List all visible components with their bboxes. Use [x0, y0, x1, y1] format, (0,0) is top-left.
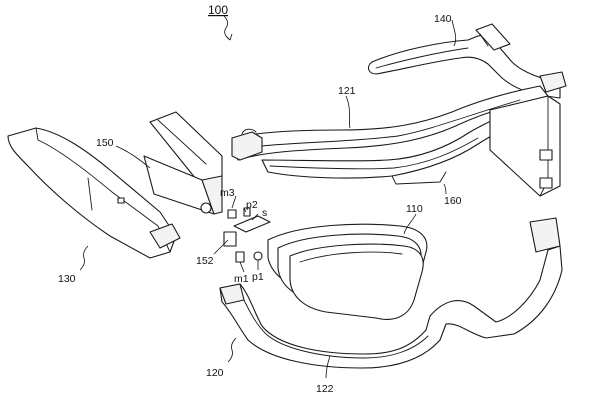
label-152: 152 [196, 255, 214, 267]
bracket-152-part [223, 231, 237, 247]
magnet-m1-part [235, 251, 245, 263]
label-m1: m1 [234, 273, 249, 285]
leader-150 [115, 145, 151, 169]
leader-100 [223, 15, 231, 41]
label-s: s [262, 207, 267, 219]
arrowhead-100 [225, 33, 233, 41]
label-120: 120 [206, 367, 224, 379]
leader-130 [79, 245, 89, 271]
label-p1: p1 [252, 271, 264, 283]
leader-110 [403, 213, 417, 235]
spring-s-part [233, 215, 271, 233]
label-140: 140 [434, 13, 452, 25]
label-130: 130 [58, 273, 76, 285]
pin-p2-part [243, 207, 251, 217]
leader-s [251, 213, 259, 221]
label-100: 100 [208, 3, 228, 17]
label-p2: p2 [246, 199, 258, 211]
label-122: 122 [316, 383, 334, 395]
leader-120 [227, 337, 237, 363]
leader-140 [451, 19, 457, 47]
leader-121 [345, 95, 351, 129]
label-m3: m3 [220, 187, 235, 199]
front-rim [219, 217, 563, 369]
label-121: 121 [338, 85, 356, 97]
reference-labels: 100 140 121 150 m3 p2 s 160 110 152 m1 p… [58, 3, 462, 395]
label-160: 160 [444, 195, 462, 207]
leader-m1 [239, 261, 245, 273]
label-150: 150 [96, 137, 114, 149]
leader-160 [443, 183, 447, 195]
pin-p1-part [253, 251, 263, 261]
module [143, 111, 223, 215]
front-frame-lens [267, 223, 428, 320]
leader-p2 [243, 207, 247, 213]
leader-m3 [231, 195, 237, 209]
right-hinge-block [489, 95, 561, 197]
leader-lines [79, 15, 457, 379]
left-temple-arm [7, 127, 181, 259]
upper-bar [231, 85, 549, 161]
label-110: 110 [406, 203, 423, 215]
magnet-m3-part [227, 209, 237, 219]
leader-122 [325, 355, 331, 379]
leader-152 [213, 239, 229, 255]
